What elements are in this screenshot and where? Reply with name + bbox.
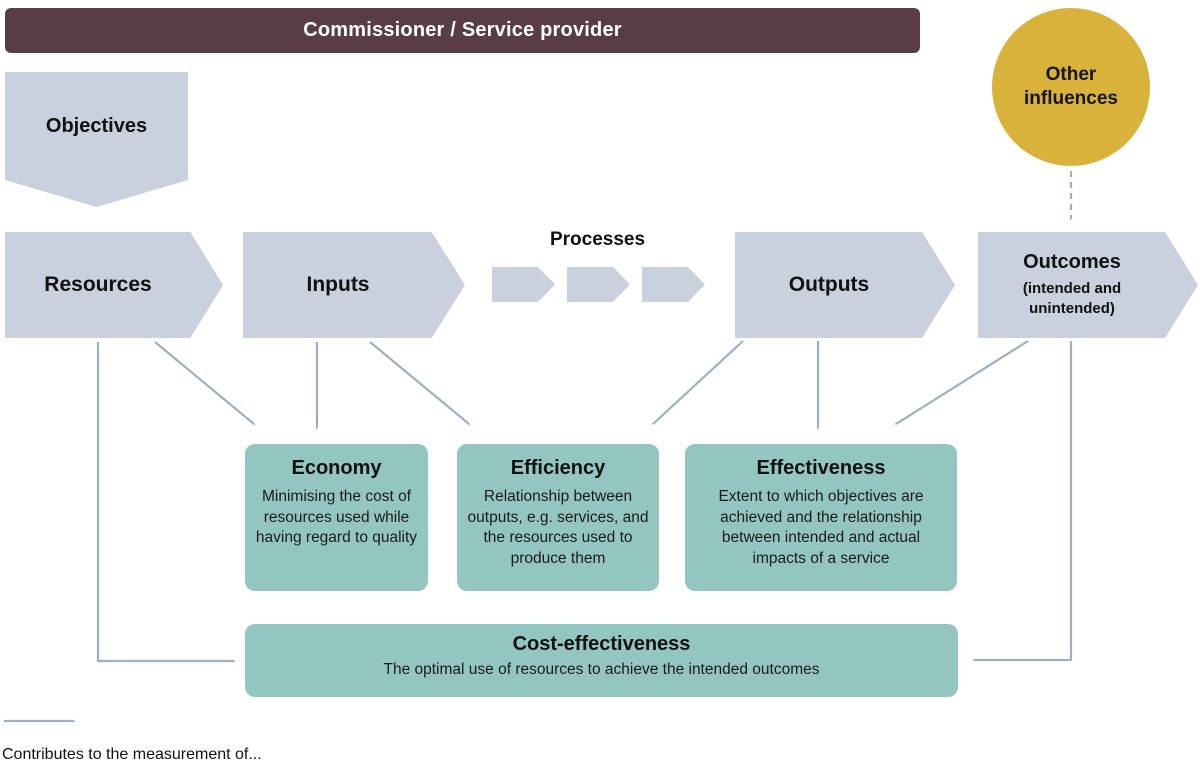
objectives-label: Objectives — [45, 114, 148, 137]
effectiveness-description: Extent to which objectives are achieved … — [718, 488, 924, 567]
outputs-arrow: Outputs — [735, 232, 955, 338]
inputs-arrow: Inputs — [243, 232, 465, 338]
cost-effectiveness-title: Cost-effectiveness — [512, 633, 691, 655]
header-bar: Commissioner / Service provider — [5, 8, 920, 53]
outcomes-arrow: Outcomes (intended and unintended) — [978, 232, 1198, 338]
economy-title: Economy — [291, 457, 382, 479]
arrow-outputs-to-efficiency — [653, 340, 744, 424]
other-influences-circle: Other influences — [992, 8, 1150, 166]
objectives-shape: Objectives — [5, 72, 188, 207]
measure-card-efficiency: Efficiency Relationship between outputs,… — [457, 444, 659, 591]
resources-label: Resources — [44, 273, 152, 296]
cost-effectiveness-card: Cost-effectiveness The optimal use of re… — [245, 624, 958, 697]
legend-label: Contributes to the measurement of... — [2, 746, 262, 763]
cost-effectiveness-description: The optimal use of resources to achieve … — [383, 661, 820, 678]
arrow-outcomes-to-cost-effectiveness — [974, 341, 1073, 662]
processes-label: Processes — [549, 229, 646, 250]
outcomes-label: Outcomes — [1023, 250, 1121, 273]
measure-card-effectiveness: Effectiveness Extent to which objectives… — [685, 444, 957, 591]
outputs-label: Outputs — [788, 273, 870, 296]
inputs-label: Inputs — [306, 273, 370, 296]
measure-card-economy: Economy Minimising the cost of resources… — [245, 444, 428, 591]
resources-arrow: Resources — [5, 232, 223, 338]
arrow-resources-to-economy — [154, 341, 254, 424]
outcomes-sublabel: (intended and unintended) — [1022, 279, 1122, 317]
arrow-inputs-to-efficiency — [369, 341, 469, 424]
efficiency-title: Efficiency — [510, 457, 606, 479]
efficiency-description: Relationship between outputs, e.g. servi… — [467, 488, 649, 567]
economy-description: Minimising the cost of resources used wh… — [255, 488, 418, 547]
header-label: Commissioner / Service provider — [303, 19, 622, 41]
arrow-outcomes-to-effectiveness — [896, 340, 1029, 424]
effectiveness-title: Effectiveness — [756, 457, 886, 479]
arrow-resources-to-cost-effectiveness — [96, 342, 234, 661]
other-influences-label: Other influences — [1024, 64, 1118, 109]
